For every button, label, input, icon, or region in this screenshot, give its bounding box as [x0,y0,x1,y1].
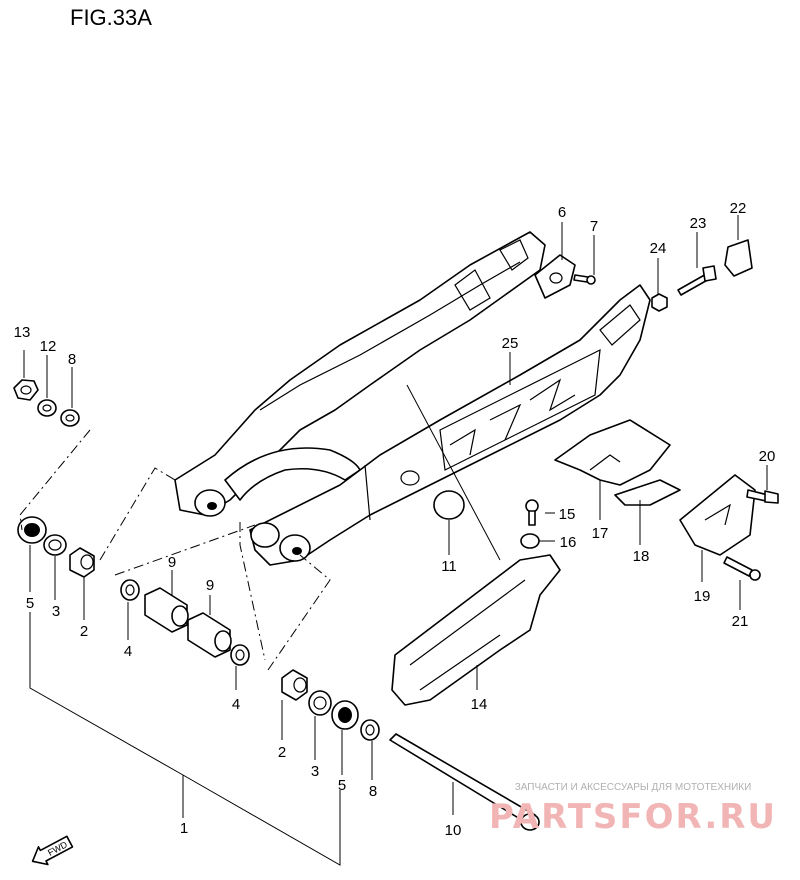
center-lines [19,429,331,671]
callout-5-lower: 5 [338,777,346,794]
callout-3-left: 3 [52,603,60,620]
callout-3-lower: 3 [311,763,319,780]
callout-12: 12 [40,338,57,355]
callout-23: 23 [690,215,707,232]
callout-16: 16 [560,534,577,551]
callout-5-left: 5 [26,595,34,612]
watermark-tagline: ЗАПЧАСТИ И АКСЕССУАРЫ ДЛЯ МОТОТЕХНИКИ [515,782,752,793]
callout-25: 25 [502,335,519,352]
callout-2-left: 2 [80,623,88,640]
callout-2-lower: 2 [278,744,286,761]
callout-18: 18 [633,548,650,565]
watermark-brand: PARTSFOR.RU [489,797,777,837]
callout-8-lower: 8 [369,783,377,800]
callout-21: 21 [732,613,749,630]
callout-19: 19 [694,588,711,605]
callout-24: 24 [650,240,667,257]
callout-9-right: 9 [206,577,214,594]
hardware-drawing [13,239,779,831]
callout-17: 17 [592,525,609,542]
callout-4-left: 4 [124,643,132,660]
callout-9-left: 9 [168,554,176,571]
figure-title: FIG.33A [70,5,152,30]
callout-15: 15 [559,506,576,523]
callout-6: 6 [558,204,566,221]
swingarm-drawing [174,231,651,566]
callout-4-right: 4 [232,696,240,713]
callout-20: 20 [759,448,776,465]
callout-13: 13 [14,324,31,341]
callout-7: 7 [590,218,598,235]
callout-11: 11 [441,558,457,575]
callout-10: 10 [445,822,462,839]
callout-8-upper: 8 [68,351,76,368]
leader-lines [23,215,768,866]
callout-22: 22 [730,200,747,217]
callout-1: 1 [180,820,188,837]
watermark: ЗАПЧАСТИ И АКСЕССУАРЫ ДЛЯ МОТОТЕХНИКИ PA… [489,782,777,837]
callout-labels: 1 2 2 3 3 4 4 5 5 6 7 8 8 9 9 10 11 12 1… [14,200,776,839]
callout-14: 14 [471,696,488,713]
fwd-arrow-icon: FWD [31,835,74,866]
